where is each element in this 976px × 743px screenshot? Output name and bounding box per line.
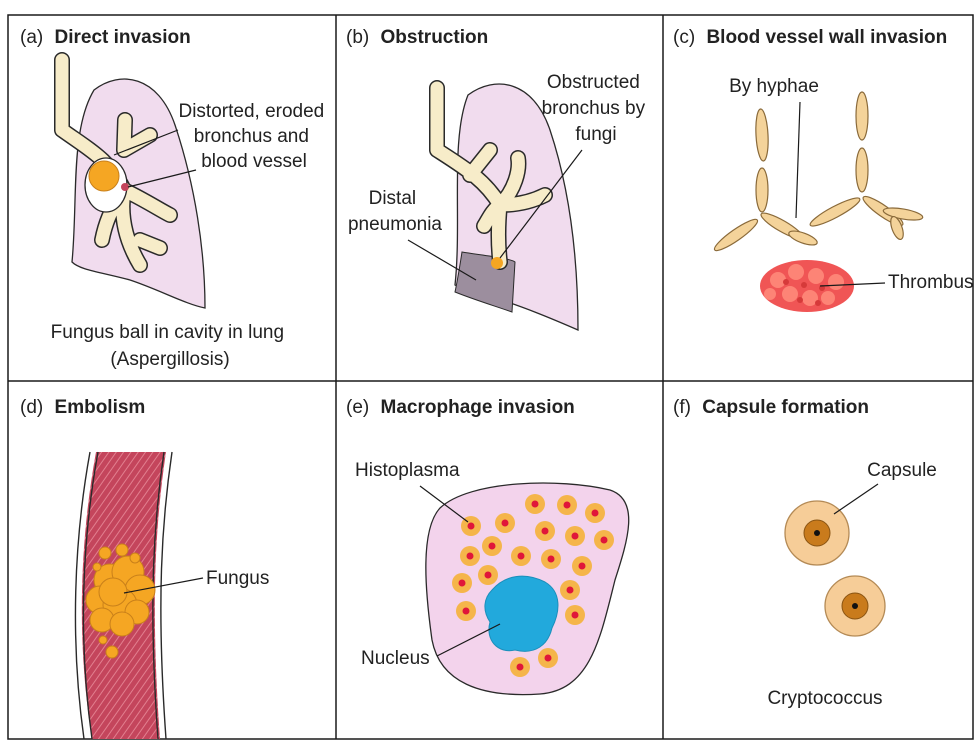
panel-b-heading: (b) Obstruction	[346, 27, 488, 48]
label-obstructed: Obstructed bronchus by fungi	[542, 72, 651, 145]
panel-c: (c) Blood vessel wall invasion By hyphae	[673, 27, 974, 312]
label-hyphae: By hyphae	[729, 76, 819, 97]
label-nucleus: Nucleus	[361, 648, 430, 669]
panel-e-title: Macrophage invasion	[381, 397, 575, 418]
panel-b-title: Obstruction	[381, 27, 489, 48]
panel-a-title: Direct invasion	[55, 27, 191, 48]
label-capsule: Capsule	[867, 460, 937, 481]
nucleus-icon	[485, 576, 558, 651]
panel-e-heading: (e) Macrophage invasion	[346, 397, 575, 418]
panel-b-letter: (b)	[346, 27, 369, 48]
panel-d: (d) Embolism Fungus	[20, 397, 269, 739]
panel-c-letter: (c)	[673, 27, 695, 48]
thrombus-icon	[760, 260, 854, 312]
panel-a-heading: (a) Direct invasion	[20, 27, 191, 48]
label-distal: Distal pneumonia	[348, 188, 442, 235]
panel-f-heading: (f) Capsule formation	[673, 397, 869, 418]
panel-d-letter: (d)	[20, 397, 43, 418]
caption-fungus-ball: Fungus ball in cavity in lung (Aspergill…	[51, 322, 290, 370]
panel-b: (b) Obstruction Obstructed bronchus by f…	[346, 27, 650, 330]
hyphae-icon	[712, 92, 924, 254]
label-distorted: Distorted, eroded bronchus and blood ves…	[178, 101, 329, 172]
leader-capsule	[834, 484, 878, 514]
panel-a-letter: (a)	[20, 27, 43, 48]
obstructing-fungi-icon	[491, 257, 503, 269]
label-thrombus: Thrombus	[888, 272, 974, 293]
panel-a: (a) Direct invasion Distorted, eroded br…	[20, 27, 330, 370]
label-histoplasma: Histoplasma	[355, 460, 460, 481]
panel-e-letter: (e)	[346, 397, 369, 418]
panel-c-heading: (c) Blood vessel wall invasion	[673, 27, 947, 48]
panel-f-title: Capsule formation	[702, 397, 869, 418]
label-cryptococcus: Cryptococcus	[767, 688, 882, 709]
cryptococcus-cell-icon	[825, 576, 885, 636]
panel-f-letter: (f)	[673, 397, 691, 418]
label-fungus: Fungus	[206, 568, 269, 589]
panel-e: (e) Macrophage invasion	[346, 397, 629, 695]
panel-d-heading: (d) Embolism	[20, 397, 145, 418]
panel-c-title: Blood vessel wall invasion	[706, 27, 947, 48]
leader-hyphae	[796, 102, 800, 218]
panel-d-title: Embolism	[55, 397, 146, 418]
panel-f: (f) Capsule formation Capsule Cryptococc…	[673, 397, 937, 709]
